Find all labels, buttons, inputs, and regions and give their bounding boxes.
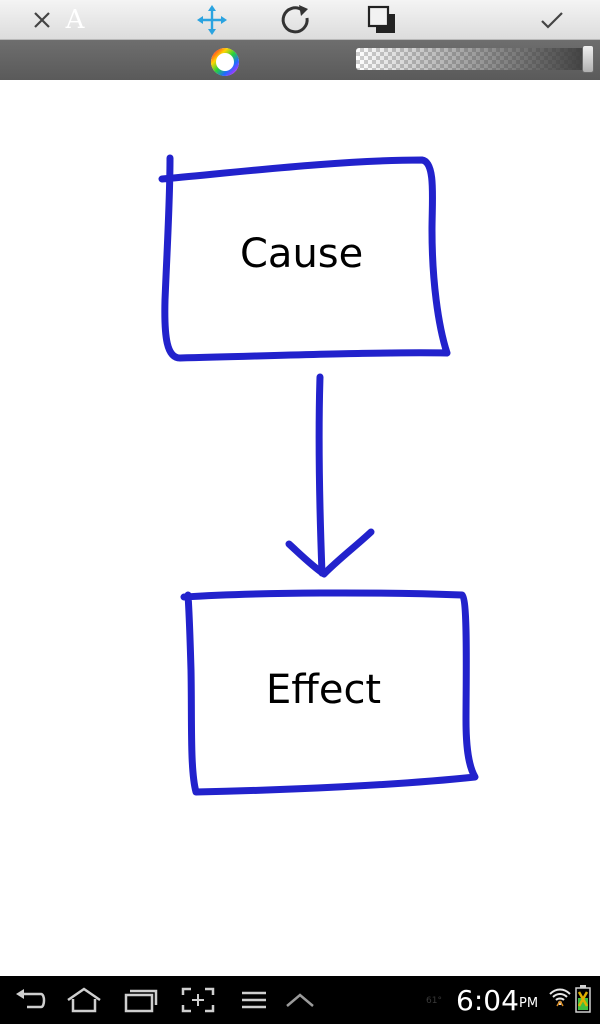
- screenshot-icon: [181, 987, 215, 1013]
- close-icon: [34, 12, 50, 28]
- cause-box-stroke[interactable]: [158, 154, 451, 362]
- done-button[interactable]: [522, 0, 582, 40]
- font-button[interactable]: A: [50, 2, 100, 38]
- drawing-canvas[interactable]: Cause Effect: [0, 80, 600, 976]
- back-icon: [16, 989, 46, 1009]
- back-button[interactable]: [6, 976, 54, 1024]
- rotate-icon: [281, 5, 309, 34]
- effect-box-stroke[interactable]: [180, 589, 479, 796]
- temperature-readout: 61°: [426, 996, 442, 1006]
- home-icon: [67, 987, 101, 1013]
- opacity-slider[interactable]: [356, 45, 594, 73]
- clock-ampm: PM: [519, 996, 539, 1011]
- opacity-slider-thumb[interactable]: [582, 45, 594, 73]
- move-icon: [197, 5, 227, 35]
- done-check-icon: [541, 12, 563, 29]
- effect-label[interactable]: Effect: [266, 667, 382, 713]
- battery-icon: [575, 985, 591, 1013]
- layer-order-button[interactable]: [352, 0, 412, 40]
- font-label: A: [65, 5, 85, 35]
- menu-button[interactable]: [230, 976, 278, 1024]
- color-wheel-icon: [211, 48, 239, 76]
- recent-apps-icon: [124, 989, 158, 1013]
- opacity-fill: [356, 48, 592, 70]
- arrow-shaft-stroke[interactable]: [315, 373, 326, 577]
- wifi-icon: [549, 988, 571, 1007]
- up-chevron-icon: [286, 993, 314, 1007]
- move-button[interactable]: [182, 0, 242, 40]
- recent-apps-button[interactable]: [116, 976, 164, 1024]
- menu-icon: [242, 991, 266, 1009]
- expand-button[interactable]: [276, 976, 324, 1024]
- close-button[interactable]: [12, 0, 72, 40]
- clock-time[interactable]: 6:04: [456, 984, 519, 1017]
- rotate-button[interactable]: [266, 0, 326, 40]
- screenshot-button[interactable]: [174, 976, 222, 1024]
- cause-label[interactable]: Cause: [240, 231, 364, 277]
- opacity-track: [356, 48, 592, 70]
- top-toolbar: [0, 0, 600, 40]
- home-button[interactable]: [60, 976, 108, 1024]
- arrow-head-stroke[interactable]: [285, 528, 375, 578]
- layer-order-icon: [367, 5, 395, 33]
- sketch-layer: [158, 154, 479, 796]
- system-nav-bar: 61° 6:04 PM: [0, 976, 600, 1024]
- color-picker-button[interactable]: [205, 44, 245, 80]
